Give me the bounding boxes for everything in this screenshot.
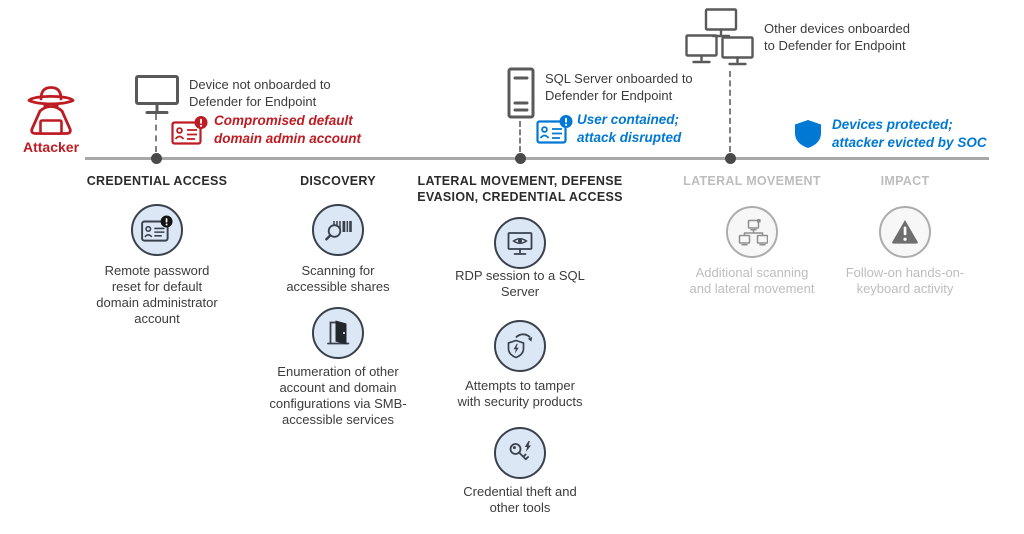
attacker-spy-icon xyxy=(27,86,75,135)
stage-icon-circle xyxy=(312,204,364,256)
stage-item-text: Enumeration of other account and domain … xyxy=(269,364,407,427)
stage-item-text: Remote password reset for default domain… xyxy=(96,263,218,326)
stage-item-text: Additional scanning and lateral movement xyxy=(689,265,815,296)
stage-item-text: Credential theft and other tools xyxy=(463,484,577,515)
stage-icon-circle xyxy=(494,427,546,479)
stage-title-impact: IMPACT xyxy=(880,174,930,188)
timeline-connector xyxy=(519,121,521,152)
open-door-icon xyxy=(327,320,350,345)
devices-cluster-icon xyxy=(685,8,754,66)
timeline-connector xyxy=(155,114,157,152)
stage-icon-circle xyxy=(131,204,183,256)
stage-icon-circle xyxy=(494,320,546,372)
timeline-dot xyxy=(151,153,162,164)
shield-icon xyxy=(795,120,821,148)
monitor-icon xyxy=(135,75,179,114)
stage-icon-circle xyxy=(494,217,546,269)
event-note: User contained; attack disrupted xyxy=(577,112,682,145)
stage-icon-circle xyxy=(312,307,364,359)
scan-shares-icon xyxy=(325,221,352,241)
stage-title-discovery: DISCOVERY xyxy=(300,174,376,188)
stage-title-credential-access: CREDENTIAL ACCESS xyxy=(86,174,228,188)
tamper-shield-icon xyxy=(507,333,533,359)
id-badge-alert-icon xyxy=(171,116,208,145)
timeline-dot xyxy=(515,153,526,164)
id-badge-alert-icon xyxy=(536,115,573,144)
server-icon xyxy=(507,67,535,119)
device-note: SQL Server onboarded to Defender for End… xyxy=(545,71,693,103)
stage-title-lateral-movement-defense-evasion: LATERAL MOVEMENT, DEFENSE EVASION, CREDE… xyxy=(417,174,623,204)
stage-item-text: Attempts to tamper with security product… xyxy=(457,378,583,409)
device-note: Other devices onboarded to Defender for … xyxy=(764,21,910,53)
stage-item-text: Scanning for accessible shares xyxy=(286,263,390,294)
event-note: Devices protected; attacker evicted by S… xyxy=(832,117,987,150)
device-note: Device not onboarded to Defender for End… xyxy=(189,77,331,109)
attacker-label: Attacker xyxy=(22,139,80,155)
warning-triangle-icon xyxy=(892,220,918,244)
id-card-alert-icon xyxy=(141,215,173,242)
timeline-connector xyxy=(729,71,731,152)
monitor-eye-icon xyxy=(507,232,533,255)
event-note: Compromised default domain admin account xyxy=(214,113,362,146)
stage-icon-circle xyxy=(726,206,778,258)
timeline xyxy=(85,157,989,160)
stage-item-text: Follow-on hands-on- keyboard activity xyxy=(845,265,965,296)
stage-icon-circle xyxy=(879,206,931,258)
key-bolt-icon xyxy=(509,441,531,461)
stage-title-lateral-movement: LATERAL MOVEMENT xyxy=(683,174,821,188)
timeline-dot xyxy=(725,153,736,164)
network-devices-icon xyxy=(738,219,768,246)
stage-item-text: RDP session to a SQL Server xyxy=(455,268,585,299)
